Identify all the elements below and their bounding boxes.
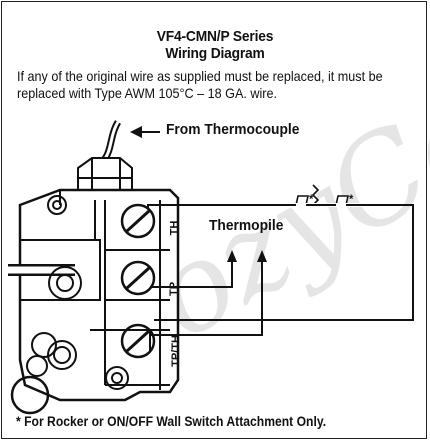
footnote: * For Rocker or ON/OFF Wall Switch Attac… <box>16 414 327 429</box>
switch-marker-right: * <box>349 192 354 206</box>
terminal-th-label: TH <box>168 220 181 236</box>
thermopile-label: Thermopile <box>209 217 284 234</box>
from-thermocouple-label: From Thermocouple <box>166 121 300 138</box>
terminal-tpth-label: TP/TH <box>169 335 182 367</box>
diagram-title: VF4-CMN/P Series <box>156 28 274 45</box>
switch-marker-left: * <box>309 192 314 206</box>
wire-instruction: If any of the original wire as supplied … <box>17 68 383 101</box>
terminal-tp-label: TP <box>168 281 181 297</box>
diagram-subtitle: Wiring Diagram <box>165 45 265 62</box>
